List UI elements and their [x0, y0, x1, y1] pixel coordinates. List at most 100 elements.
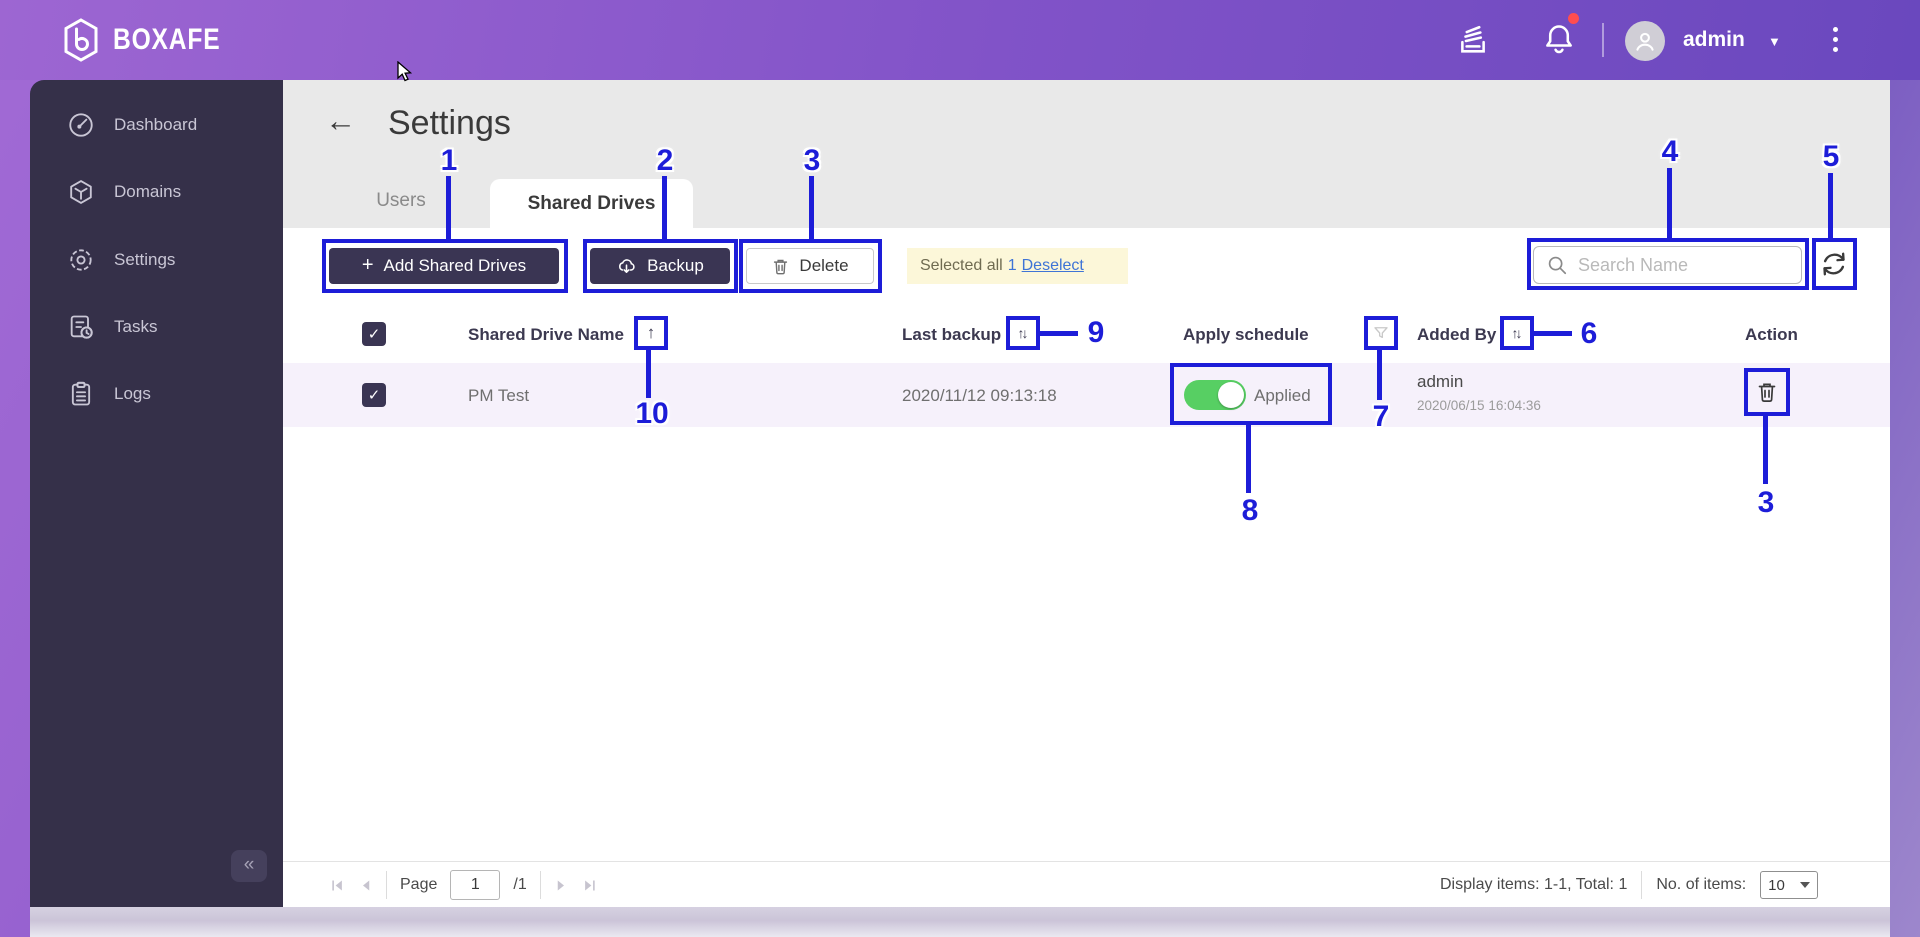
- avatar[interactable]: [1625, 21, 1665, 61]
- back-button[interactable]: ←: [325, 103, 356, 138]
- pagination: Page /1: [330, 868, 597, 902]
- sort-asc-icon[interactable]: ↑: [646, 323, 656, 342]
- annotation-box-row-delete: [1744, 368, 1790, 416]
- sidebar-item-label: Settings: [114, 250, 176, 269]
- settings-gear-icon: [70, 249, 92, 271]
- check-icon: ✓: [367, 387, 381, 404]
- app-title: BOXAFE: [113, 23, 221, 56]
- delete-button[interactable]: Delete: [746, 248, 874, 284]
- column-shared-drive-name[interactable]: Shared Drive Name: [468, 325, 624, 344]
- pagination-separator: [539, 871, 541, 899]
- annotation-box-added-by-sort: ↑↓: [1500, 316, 1534, 350]
- sidebar-item-logs[interactable]: Logs: [30, 372, 283, 416]
- items-per-page-value: 10: [1768, 876, 1785, 894]
- sidebar: Dashboard Domains Settings Ta: [30, 80, 283, 907]
- search-input[interactable]: [1578, 254, 1778, 276]
- cell-shared-drive-name: PM Test: [468, 386, 530, 405]
- annotation-number-1: 1: [440, 144, 458, 177]
- prev-page-icon[interactable]: [358, 878, 373, 893]
- backup-button[interactable]: Backup: [590, 248, 730, 284]
- search-icon: [1548, 256, 1567, 275]
- annotation-box-search: [1527, 238, 1809, 290]
- mouse-cursor: [396, 60, 416, 88]
- row-delete-icon[interactable]: [1755, 380, 1779, 404]
- last-page-icon[interactable]: [582, 878, 597, 893]
- annotation-box-backup: [583, 239, 738, 293]
- chevron-down-icon: [1800, 882, 1811, 888]
- column-added-by[interactable]: Added By: [1417, 325, 1497, 344]
- first-page-icon[interactable]: [330, 878, 345, 893]
- cloud-backup-icon: [619, 258, 635, 273]
- column-apply-schedule: Apply schedule: [1183, 325, 1309, 344]
- annotation-box-name-sort: ↑: [634, 316, 668, 350]
- delete-label: Delete: [799, 256, 849, 275]
- annotation-box-refresh: [1812, 238, 1857, 290]
- tab-users[interactable]: Users: [376, 190, 426, 211]
- annotation-line-1: [446, 176, 451, 240]
- annotation-line-3: [809, 176, 814, 240]
- display-items-info: Display items: 1-1, Total: 1: [1440, 876, 1628, 893]
- sidebar-item-label: Logs: [114, 384, 151, 403]
- annotation-number-7: 7: [1372, 400, 1390, 433]
- pagination-separator: [386, 871, 387, 899]
- user-menu-label[interactable]: admin: [1683, 28, 1745, 51]
- tab-shared-drives[interactable]: Shared Drives: [490, 179, 693, 228]
- notifications-bell-icon[interactable]: [1542, 22, 1576, 56]
- app-header: BOXAFE admin ▼: [0, 0, 1920, 80]
- annotation-number-10: 10: [635, 397, 669, 430]
- sidebar-collapse-button[interactable]: «: [231, 850, 267, 882]
- page-label: Page: [400, 876, 438, 893]
- add-shared-drives-button[interactable]: + Add Shared Drives: [329, 248, 559, 284]
- boxafe-logo-icon: [63, 18, 99, 67]
- annotation-line-7: [1377, 350, 1382, 400]
- sidebar-item-label: Dashboard: [114, 115, 198, 134]
- sidebar-item-label: Domains: [114, 182, 182, 201]
- cell-added-time: 2020/06/15 16:04:36: [1417, 398, 1541, 413]
- annotation-number-8: 8: [1241, 494, 1259, 527]
- annotation-box-delete: [739, 239, 882, 293]
- annotation-box-filter: [1364, 316, 1398, 350]
- selection-count: 1: [1007, 257, 1017, 274]
- sort-both-icon[interactable]: ↑↓: [1511, 325, 1523, 341]
- next-page-icon[interactable]: [554, 878, 569, 893]
- sidebar-item-settings[interactable]: Settings: [30, 238, 283, 282]
- cell-last-backup: 2020/11/12 09:13:18: [902, 386, 1057, 405]
- annotation-line-2: [662, 176, 667, 240]
- table-row[interactable]: [283, 363, 1890, 427]
- annotation-number-row-delete: 3: [1757, 486, 1775, 519]
- chevron-down-icon[interactable]: ▼: [1768, 34, 1781, 49]
- annotation-box-last-backup-sort: ↑↓: [1006, 316, 1040, 350]
- annotation-box-add: [322, 239, 568, 293]
- items-per-page-label: No. of items:: [1656, 876, 1747, 893]
- refresh-icon[interactable]: [1819, 249, 1849, 279]
- tasks-doc-clock-icon: [70, 315, 93, 339]
- filter-funnel-icon[interactable]: [1372, 324, 1390, 342]
- trash-icon: [774, 259, 788, 274]
- select-all-checkbox[interactable]: ✓: [362, 322, 386, 346]
- page-number-input[interactable]: [450, 870, 501, 900]
- deselect-link[interactable]: Deselect: [1021, 257, 1084, 274]
- row-checkbox[interactable]: ✓: [362, 383, 386, 407]
- sidebar-item-domains[interactable]: Domains: [30, 170, 283, 214]
- items-per-page-select[interactable]: 10: [1760, 871, 1819, 899]
- annotation-number-4: 4: [1661, 135, 1679, 168]
- sidebar-item-dashboard[interactable]: Dashboard: [30, 103, 283, 147]
- backup-label: Backup: [647, 256, 704, 275]
- column-last-backup[interactable]: Last backup: [902, 325, 1002, 344]
- sort-both-icon[interactable]: ↑↓: [1017, 325, 1029, 341]
- toggle-knob: [1218, 382, 1244, 408]
- page-total: /1: [513, 876, 527, 893]
- selection-text: Selected all: [920, 257, 1003, 274]
- more-options-icon[interactable]: [1833, 27, 1838, 52]
- sidebar-item-tasks[interactable]: Tasks: [30, 305, 283, 349]
- annotation-number-5: 5: [1822, 140, 1840, 173]
- cell-added-by: admin: [1417, 372, 1464, 391]
- footer-divider: [283, 861, 1890, 862]
- bottom-strip: [30, 907, 1890, 937]
- annotation-box-toggle: [1170, 363, 1332, 425]
- apply-schedule-toggle[interactable]: [1184, 380, 1246, 410]
- annotation-line-4: [1667, 168, 1672, 239]
- annotation-number-2: 2: [656, 144, 674, 177]
- task-queue-icon[interactable]: [1456, 23, 1490, 57]
